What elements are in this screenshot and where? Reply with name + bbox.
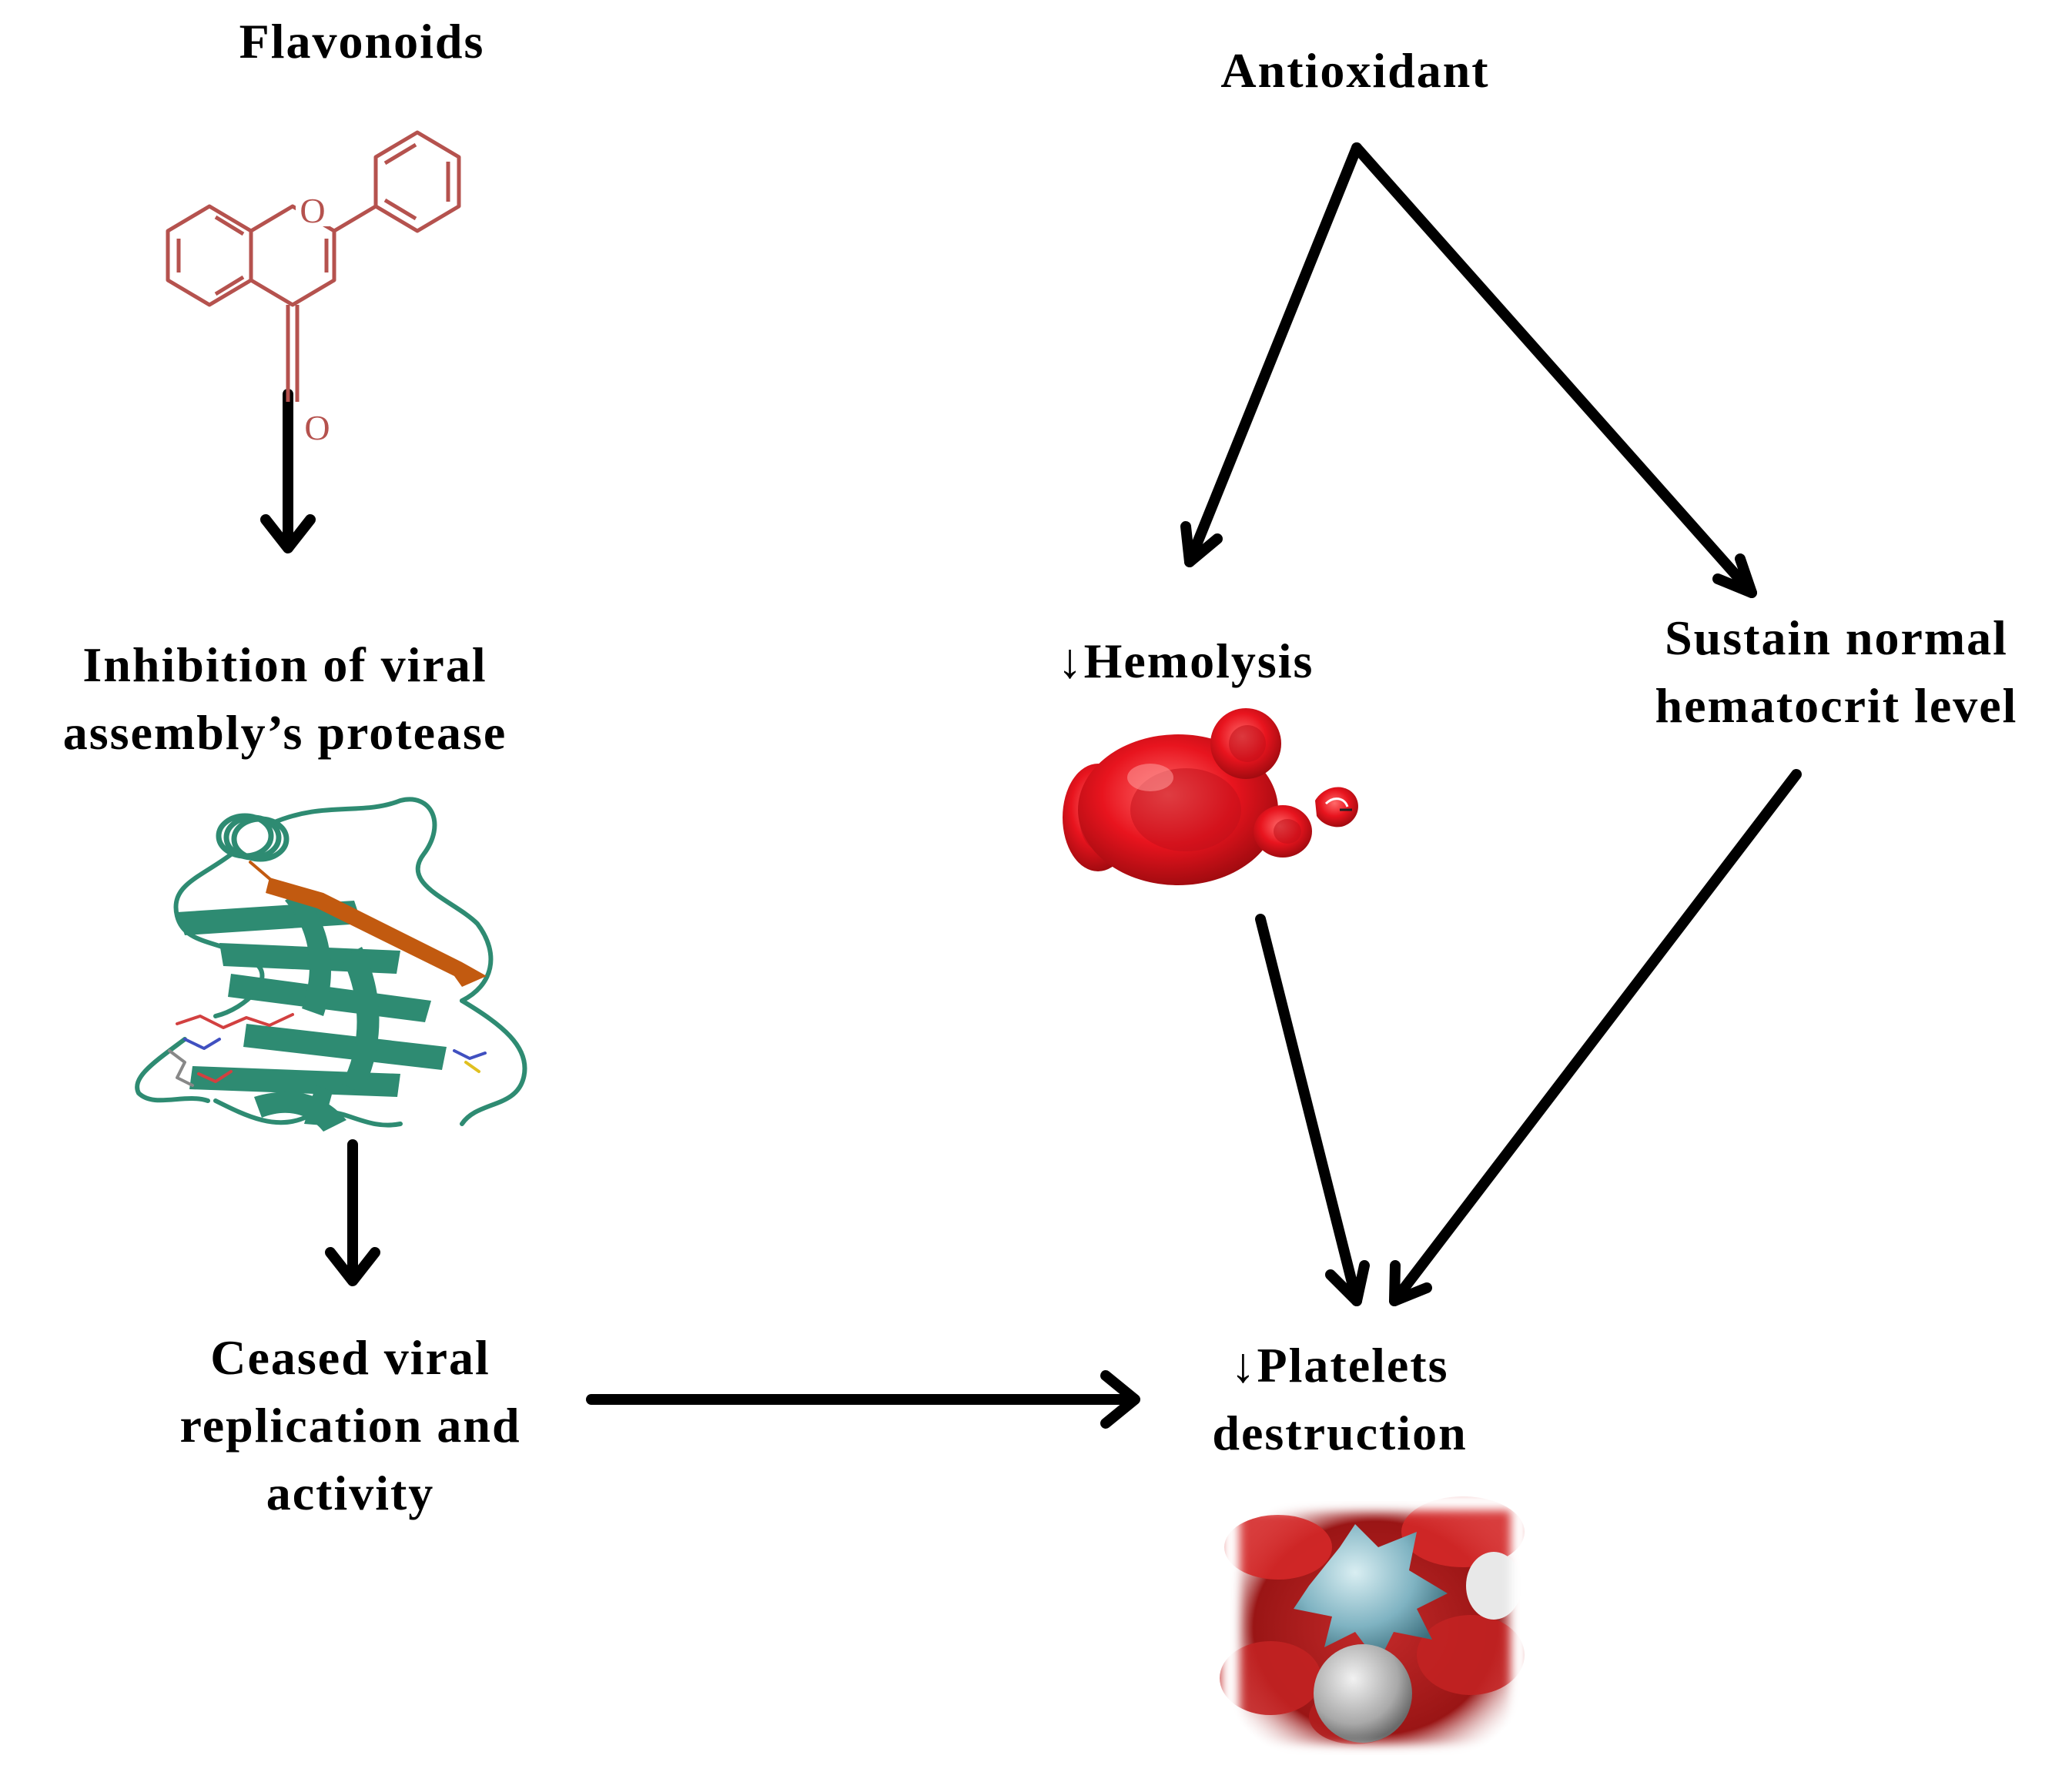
inhibition-label-line-1: Inhibition of viral bbox=[82, 637, 487, 692]
platelet-blood-cells-icon bbox=[1220, 1492, 1529, 1764]
arrow-protease-to-ceased bbox=[325, 1139, 380, 1286]
inhibition-label: Inhibition of viral assembly’s protease bbox=[0, 631, 570, 767]
flavone-carbonyl-oxygen-label: O bbox=[304, 408, 330, 447]
platelets-label-line-1: ↓Platelets bbox=[1230, 1338, 1449, 1393]
flavonoids-label: Flavonoids bbox=[239, 14, 485, 69]
protease-ribbon-icon bbox=[135, 797, 527, 1132]
hematocrit-label: Sustain normal hematocrit level bbox=[1602, 604, 2071, 740]
flavone-ring-oxygen-label: O bbox=[300, 191, 326, 230]
arrow-flavonoids-to-inhibition bbox=[260, 389, 316, 553]
platelets-destruction-label: ↓Platelets destruction bbox=[1155, 1332, 1525, 1467]
ceased-label-line-3: activity bbox=[266, 1466, 435, 1520]
platelets-label-line-2: destruction bbox=[1212, 1406, 1468, 1460]
inhibition-label-line-2: assembly’s protease bbox=[62, 705, 507, 760]
arrow-ceased-to-platelets bbox=[586, 1370, 1140, 1429]
hematocrit-label-line-2: hematocrit level bbox=[1655, 678, 2018, 733]
flavone-structure-icon bbox=[166, 130, 461, 402]
ceased-replication-label: Ceased viral replication and activity bbox=[108, 1324, 593, 1527]
hemolysis-label: ↓Hemolysis bbox=[1057, 634, 1314, 688]
hematocrit-label-line-1: Sustain normal bbox=[1665, 610, 2008, 665]
ceased-label-line-1: Ceased viral bbox=[210, 1330, 490, 1385]
arrow-hemolysis-to-platelets bbox=[1255, 914, 1370, 1306]
arrow-antioxidant-to-hematocrit bbox=[1351, 142, 1757, 598]
arrow-hematocrit-to-platelets bbox=[1389, 769, 1802, 1306]
ceased-label-line-2: replication and bbox=[179, 1398, 521, 1453]
red-blood-cells-icon bbox=[1063, 708, 1358, 885]
antioxidant-label: Antioxidant bbox=[1220, 43, 1490, 98]
arrow-antioxidant-to-hemolysis bbox=[1180, 142, 1362, 567]
